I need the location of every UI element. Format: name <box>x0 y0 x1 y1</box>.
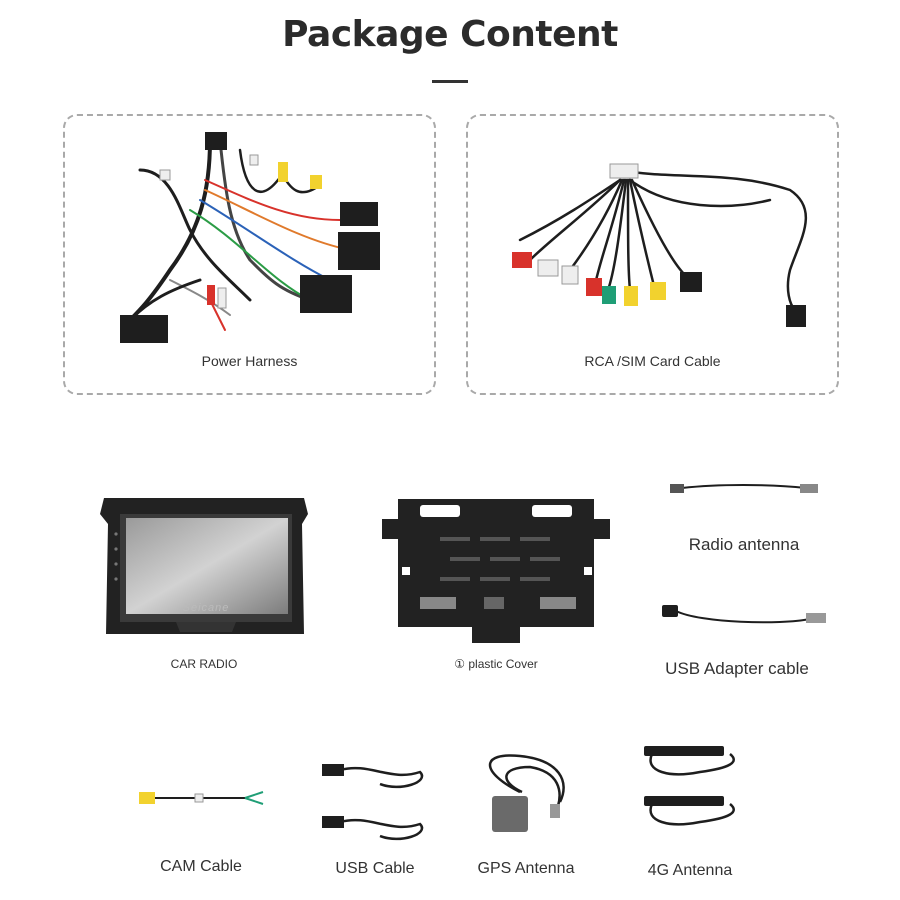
gps-antenna-label: GPS Antenna <box>477 860 575 877</box>
power-harness-label: Power Harness <box>201 353 298 369</box>
cam-cable-label: CAM Cable <box>160 858 242 875</box>
radio-antenna-image <box>668 478 820 500</box>
4g-antenna-label: 4G Antenna <box>647 862 733 879</box>
cam-cable-image <box>135 786 267 810</box>
usb-adapter-cable-image <box>660 603 828 629</box>
4g-antenna-image <box>640 742 744 842</box>
usb-cable-label: USB Cable <box>335 860 415 877</box>
car-radio-image: Seicane <box>96 494 312 642</box>
power-harness-image <box>110 130 400 350</box>
rca-sim-cable-label: RCA /SIM Card Cable <box>584 353 721 369</box>
plastic-cover-label: ① plastic Cover <box>380 657 612 671</box>
car-radio-brand: Seicane <box>182 602 230 614</box>
power-harness-panel <box>63 114 436 395</box>
plastic-cover-image <box>380 497 612 647</box>
rca-sim-cable-image <box>490 150 820 330</box>
plastic-cover-text: plastic Cover <box>468 657 538 671</box>
gps-antenna-image <box>470 752 580 844</box>
usb-cable-image <box>320 752 430 842</box>
usb-adapter-cable-label: USB Adapter cable <box>665 659 809 678</box>
plastic-cover-marker: ① <box>454 657 466 671</box>
title-underline <box>432 80 468 83</box>
page-title: Package Content <box>282 14 618 55</box>
radio-antenna-label: Radio antenna <box>688 535 800 554</box>
car-radio-label: CAR RADIO <box>170 657 238 671</box>
rca-sim-cable-panel <box>466 114 839 395</box>
